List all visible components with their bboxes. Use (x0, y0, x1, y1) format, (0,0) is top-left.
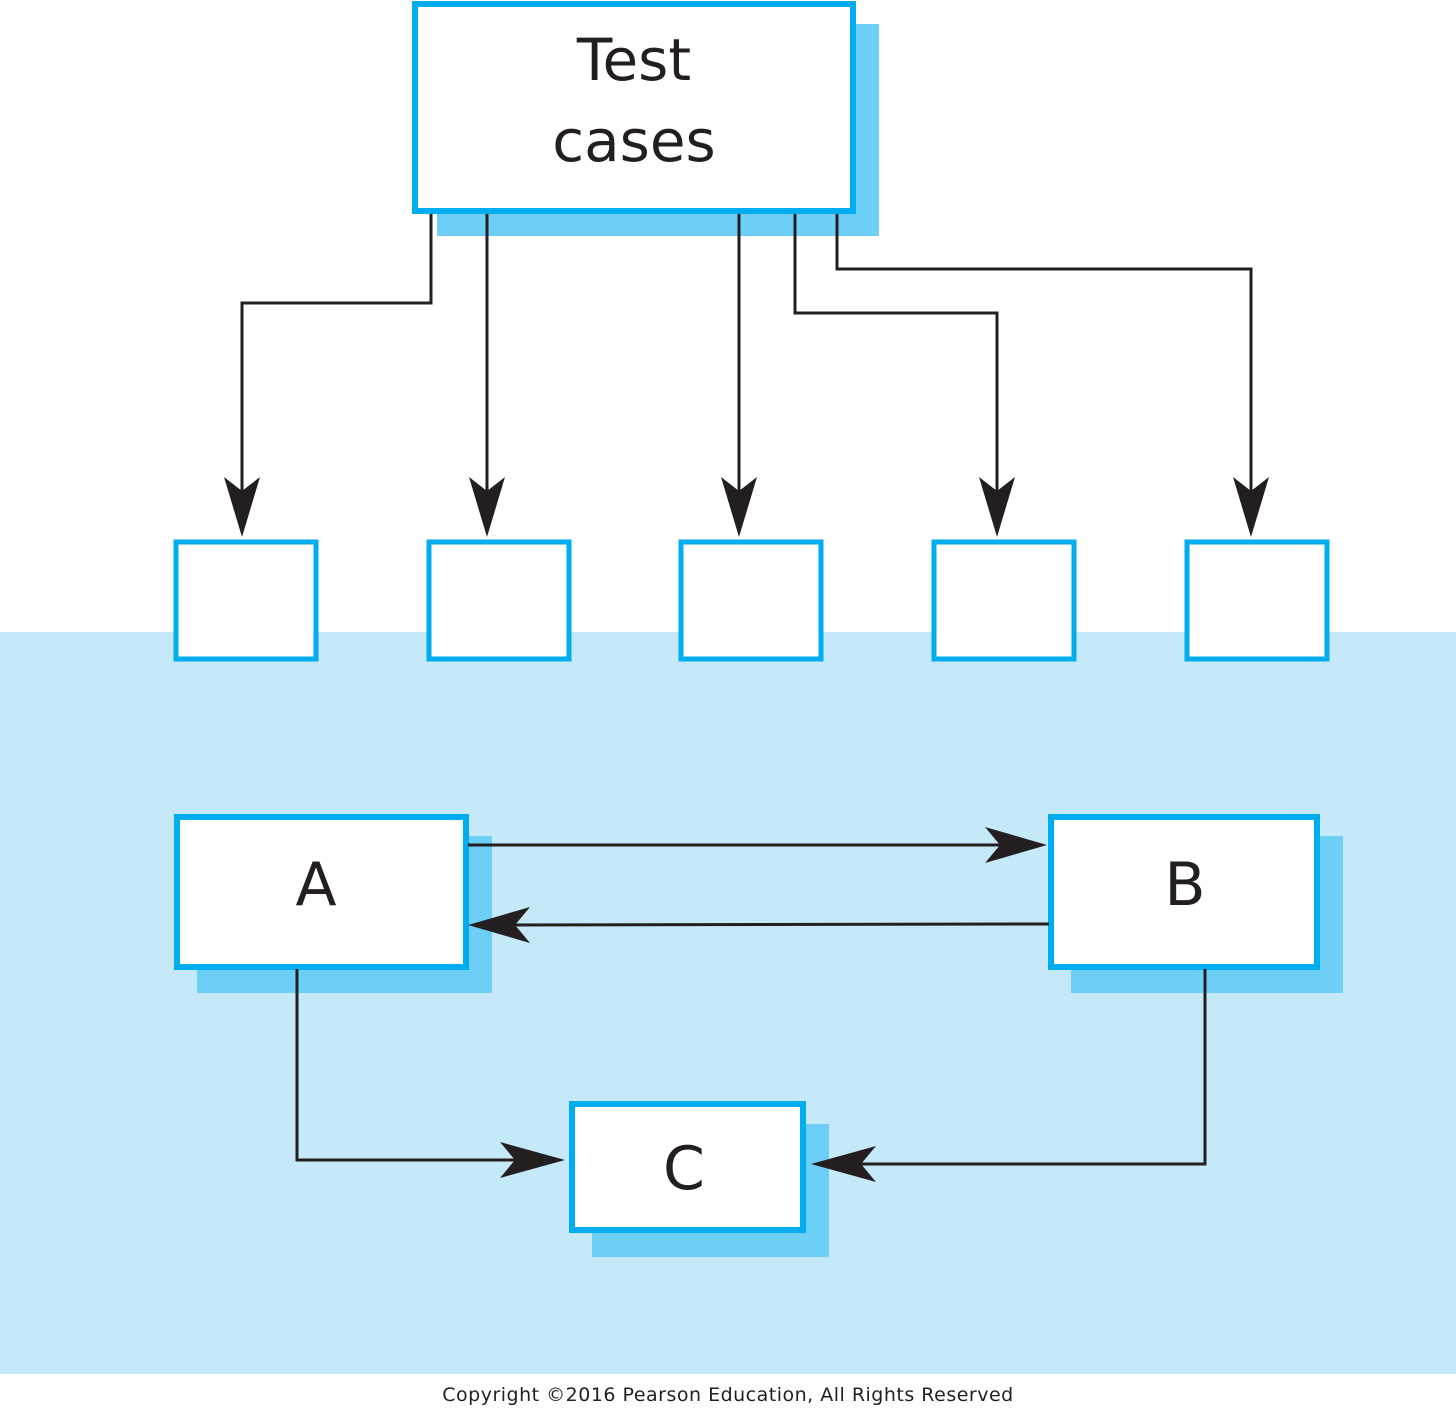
arrowhead-4 (979, 477, 1015, 537)
interface-box-5 (1184, 539, 1330, 662)
connector-1 (240, 214, 433, 500)
b-to-c-arrowhead (811, 1146, 876, 1182)
interface-boxes (173, 539, 1330, 662)
test-cases-box: Test cases (412, 1, 879, 236)
a-to-b-arrowhead (985, 827, 1047, 863)
connector-4 (793, 214, 999, 500)
component-b-frame (1048, 814, 1320, 970)
component-a-label: A (295, 850, 336, 920)
component-b-box: B (1048, 814, 1343, 993)
component-b-label: B (1164, 850, 1205, 920)
arrowhead-5 (1233, 477, 1269, 537)
copyright-caption: Copyright ©2016 Pearson Education, All R… (442, 1384, 1014, 1406)
arrowhead-2 (469, 477, 505, 537)
a-to-c-line (295, 969, 535, 1162)
a-to-c-arrowhead (500, 1142, 565, 1178)
interface-box-3 (678, 539, 824, 662)
component-a-frame (174, 814, 469, 970)
component-c-frame (569, 1101, 806, 1233)
arrowhead-1 (224, 477, 260, 537)
arrowhead-3 (721, 477, 757, 537)
b-to-a-line (497, 922, 1050, 927)
component-connectors (295, 843, 1207, 1166)
test-cases-frame (412, 1, 856, 214)
test-case-connectors (240, 214, 1253, 500)
b-to-a-arrowhead (468, 907, 530, 943)
test-cases-label-line2: cases (552, 107, 716, 175)
b-to-c-line (843, 969, 1207, 1166)
interface-box-4 (931, 539, 1077, 662)
test-cases-label-line1: Test (576, 26, 691, 94)
interface-region (0, 632, 1456, 1374)
component-c-label: C (663, 1134, 705, 1204)
component-arrowheads (468, 827, 1047, 1182)
interface-box-1 (173, 539, 319, 662)
interface-box-2 (426, 539, 572, 662)
test-case-arrowheads (224, 477, 1269, 537)
component-a-box: A (174, 814, 492, 993)
component-c-box: C (569, 1101, 829, 1257)
connector-5 (835, 214, 1253, 500)
